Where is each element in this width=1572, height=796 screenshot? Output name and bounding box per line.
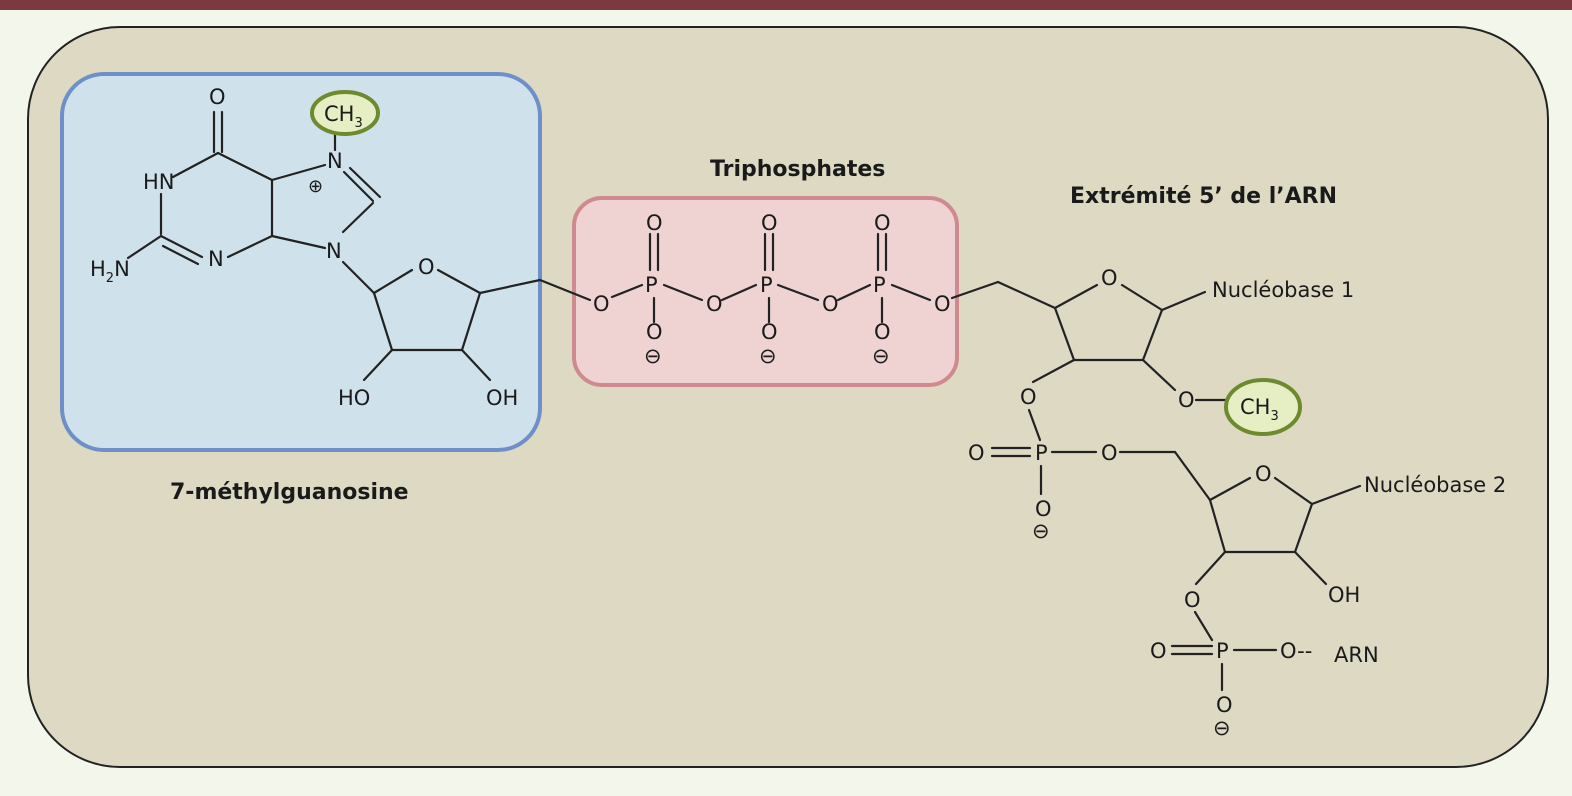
2-o-methyl-group: CH3 xyxy=(1240,395,1279,424)
minus-charge-alpha: ⊖ xyxy=(644,344,662,368)
rna-nucleotide-1-bonds xyxy=(950,280,1230,496)
atom-o-3-link-1: O xyxy=(1020,385,1037,409)
atom-o-chain: O-- xyxy=(1280,639,1312,663)
atom-o-2-methoxy: O xyxy=(1178,388,1195,412)
minus-charge-link-1: ⊖ xyxy=(1032,519,1050,543)
atom-ho-2: HO xyxy=(338,386,370,410)
label-triphosphates: Triphosphates xyxy=(710,157,885,182)
atom-p-alpha: P xyxy=(645,273,658,297)
rna-continuation: ARN xyxy=(1334,643,1379,667)
minus-charge-link-2: ⊖ xyxy=(1213,716,1231,740)
atom-o-ribose-3: O xyxy=(1255,462,1272,486)
atom-n3: N xyxy=(208,247,224,271)
atom-h2n: H2N xyxy=(90,257,130,286)
atom-o-gamma-bottom: O xyxy=(874,320,891,344)
atom-o-bridge-1: O xyxy=(593,292,610,316)
triphosphate-bonds xyxy=(610,232,932,324)
atom-o-5-link-2: O xyxy=(1101,441,1118,465)
atom-p-beta: P xyxy=(760,273,773,297)
n7-methyl-group: CH3 xyxy=(324,102,363,131)
n7-methyl-highlight xyxy=(310,90,380,136)
atom-o-bridge-4: O xyxy=(934,292,951,316)
rna-nucleotide-2-bonds xyxy=(1170,450,1362,692)
nucleobase-2: Nucléobase 2 xyxy=(1364,473,1506,497)
atom-o-bridge-3: O xyxy=(822,292,839,316)
atom-o-ribose-1: O xyxy=(418,255,435,279)
atom-p-link-1: P xyxy=(1035,441,1048,465)
guanosine-box xyxy=(60,72,542,452)
atom-oh-3: OH xyxy=(486,386,518,410)
label-rna-5-end: Extrémité 5’ de l’ARN xyxy=(1070,184,1337,209)
minus-charge-gamma: ⊖ xyxy=(872,344,890,368)
atom-o-beta-bottom: O xyxy=(761,320,778,344)
nucleobase-1: Nucléobase 1 xyxy=(1212,278,1354,302)
atom-o-link-1-bottom: O xyxy=(1035,497,1052,521)
atom-p-gamma: P xyxy=(873,273,886,297)
atom-o-double-1: O xyxy=(968,441,985,465)
atom-o-alpha-top: O xyxy=(646,211,663,235)
atom-n9: N xyxy=(326,239,342,263)
label-7-methylguanosine: 7-méthylguanosine xyxy=(170,480,409,505)
plus-charge: ⊕ xyxy=(308,176,323,197)
atom-o-ribose-2: O xyxy=(1101,266,1118,290)
atom-o-carbonyl: O xyxy=(209,85,226,109)
atom-n7: N xyxy=(327,149,343,173)
atom-o-beta-top: O xyxy=(761,211,778,235)
2-o-methyl-highlight xyxy=(1224,378,1302,436)
atom-o-bridge-2: O xyxy=(706,292,723,316)
triphosphate-box xyxy=(572,196,959,387)
header-bar xyxy=(0,0,1572,10)
atom-o-3-link-2: O xyxy=(1184,588,1201,612)
atom-oh-3-nt2: OH xyxy=(1328,583,1360,607)
minus-charge-beta: ⊖ xyxy=(759,344,777,368)
atom-o-alpha-bottom: O xyxy=(646,320,663,344)
atom-p-link-2: P xyxy=(1216,639,1229,663)
atom-o-gamma-top: O xyxy=(874,211,891,235)
atom-o-link-2-bottom: O xyxy=(1216,693,1233,717)
atom-hn: HN xyxy=(143,170,175,194)
atom-o-double-2: O xyxy=(1150,639,1167,663)
ribose-1-bonds xyxy=(341,260,592,382)
